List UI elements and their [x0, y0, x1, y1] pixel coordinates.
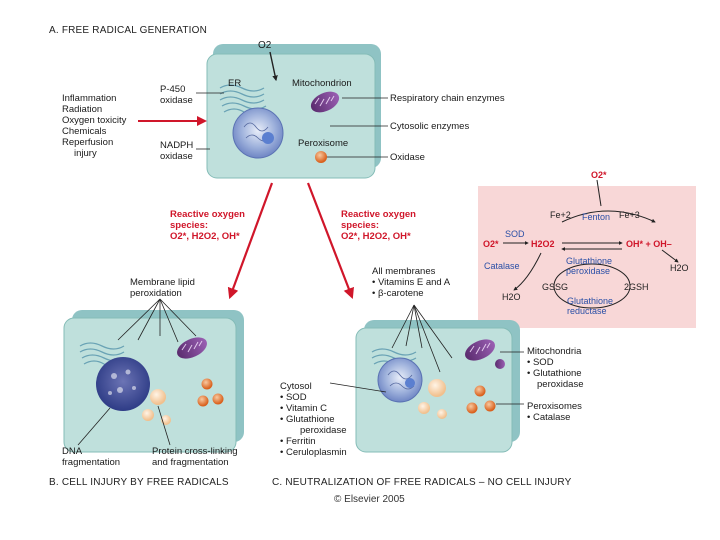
cytosol-label: Cytosol • SOD • Vitamin C • Glutathione …: [280, 381, 347, 458]
peroxisome-label: Peroxisome: [298, 138, 349, 149]
inset-o2-left: O2*: [483, 239, 499, 249]
section-b-title: B. CELL INJURY BY FREE RADICALS: [49, 477, 229, 488]
inset-oh: OH* + OH–: [626, 239, 672, 249]
inset-fe2: Fe+2: [550, 210, 571, 220]
inset-o2-top: O2*: [591, 170, 607, 180]
oxidase-label: Oxidase: [390, 152, 425, 163]
cell-a: [196, 44, 388, 179]
respiratory-chain-label: Respiratory chain enzymes: [390, 93, 505, 104]
mitochondria-label: Mitochondria • SOD • Glutathione peroxid…: [527, 346, 584, 390]
inset-gssg: GSSG: [542, 282, 569, 292]
inset-fenton: Fenton: [582, 212, 611, 222]
inset-h2o2: H2O2: [531, 239, 555, 249]
inset-h2o-right: H2O: [670, 263, 689, 273]
section-c-title: C. NEUTRALIZATION OF FREE RADICALS – NO …: [272, 477, 572, 488]
cell-b: [63, 298, 244, 453]
er-label: ER: [228, 78, 242, 89]
inset-sod: SOD: [505, 229, 525, 239]
inset-fe3: Fe+3: [619, 210, 640, 220]
causes-list: Inflammation Radiation Oxygen toxicity C…: [62, 93, 127, 159]
all-membranes-label: All membranes • Vitamins E and A • β-car…: [372, 266, 451, 299]
cytosolic-enzymes-label: Cytosolic enzymes: [390, 121, 470, 132]
inset-h2o-left: H2O: [502, 292, 521, 302]
inset-catalase: Catalase: [484, 261, 520, 271]
section-a-title: A. FREE RADICAL GENERATION: [49, 25, 208, 36]
peroxisomes-label: Peroxisomes • Catalase: [527, 401, 582, 423]
cell-c: [329, 304, 524, 453]
reaction-inset: [478, 179, 696, 328]
copyright: © Elsevier 2005: [334, 494, 405, 505]
o2-label: O2: [258, 40, 272, 51]
inset-2gsh: 2GSH: [624, 282, 649, 292]
mitochondrion-label: Mitochondrion: [292, 78, 352, 89]
